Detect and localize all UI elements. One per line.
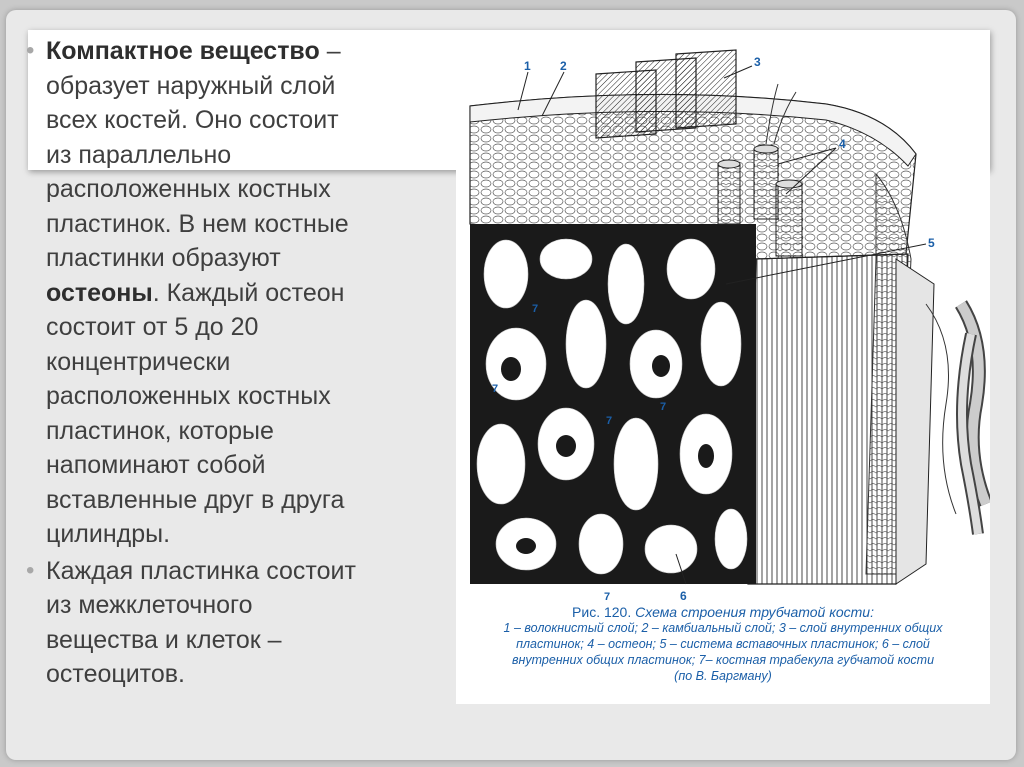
text-line: пластинки образуют [46, 244, 281, 272]
caption-prefix: Рис. 120. [572, 604, 632, 620]
caption-line: внутренних общих пластинок; 7– костная т… [511, 653, 935, 667]
fig-label-7: 7 [604, 591, 610, 603]
artery-tube-inner [956, 301, 991, 506]
text-line: пластинок, которые [46, 416, 274, 445]
fig-label-7: 7 [492, 383, 498, 395]
text-line: концентрически [46, 347, 231, 376]
text-line: из межклеточного [46, 591, 253, 619]
bullet-dot-icon: • [26, 556, 35, 584]
text-line: расположенных костных [46, 382, 331, 410]
leader-lines [517, 65, 927, 585]
term-osteons: остеоны [46, 278, 153, 307]
trabeculae [476, 238, 748, 575]
text-column: • Компактное вещество – образует наружны… [26, 34, 446, 694]
text-line: расположенных костных [46, 175, 331, 203]
fig-label-1: 1 [524, 59, 531, 73]
caption-line: (по В. Баргману) [674, 669, 772, 683]
fig-label-3: 3 [754, 55, 761, 69]
text-line: . Каждый остеон [152, 278, 345, 307]
lamellae-plates [595, 49, 737, 139]
text-line: вещества и клеток – [46, 625, 282, 654]
fig-label-6: 6 [680, 589, 687, 603]
text-line: состоит от 5 до 20 [46, 313, 259, 341]
blood-vessels [765, 83, 957, 515]
text-line: – [319, 37, 341, 65]
caption-heading: Схема строения трубчатой кости: [635, 604, 874, 620]
term-compact-substance: Компактное вещество [46, 37, 320, 65]
text-line: остеоцитов. [46, 660, 185, 688]
figure-caption: Рис. 120. Схема строения трубчатой кости… [456, 604, 990, 684]
trabeculae-holes [501, 355, 714, 554]
text-line: образует наружный слой [46, 71, 336, 100]
outer-cortex-side [747, 253, 909, 585]
text-line: из параллельно [46, 140, 232, 169]
text-line: всех костей. Оно состоит [46, 106, 339, 134]
bone-illustration: 1 2 3 4 5 6 7 7 7 7 7 [469, 49, 993, 603]
bone-structure-figure: 1 2 3 4 5 6 7 7 7 7 7 Рис. 120. Схема ст… [456, 44, 993, 704]
fig-label-2: 2 [560, 59, 567, 73]
text-line: вставленные друг в друга [46, 485, 345, 514]
fig-label-4: 4 [839, 137, 846, 151]
text-line: напоминают собой [46, 451, 266, 479]
bullet-dot-icon: • [26, 37, 35, 64]
fig-label-7: 7 [660, 401, 666, 413]
caption-line: пластинок; 4 – остеон; 5 – система встав… [516, 637, 930, 651]
caption-line: 1 – волокнистый слой; 2 – камбиальный сл… [503, 621, 943, 635]
bullet-plate-composition: • Каждая пластинка состоит из межклеточн… [26, 554, 446, 692]
side-plate [895, 258, 935, 585]
bullet-compact-substance: • Компактное вещество – образует наружны… [26, 34, 446, 552]
fig-label-7: 7 [606, 415, 612, 427]
osteon-cylinders [717, 144, 803, 257]
text-line: пластинок. В нем костные [46, 209, 349, 238]
text-line: цилиндры. [46, 520, 171, 548]
fig-label-7: 7 [532, 303, 538, 315]
fig-label-5: 5 [928, 236, 935, 250]
caption-title: Рис. 120. Схема строения трубчатой кости… [456, 604, 990, 620]
text-line: Каждая пластинка состоит [46, 556, 356, 585]
vein-tube-inner [958, 333, 982, 535]
